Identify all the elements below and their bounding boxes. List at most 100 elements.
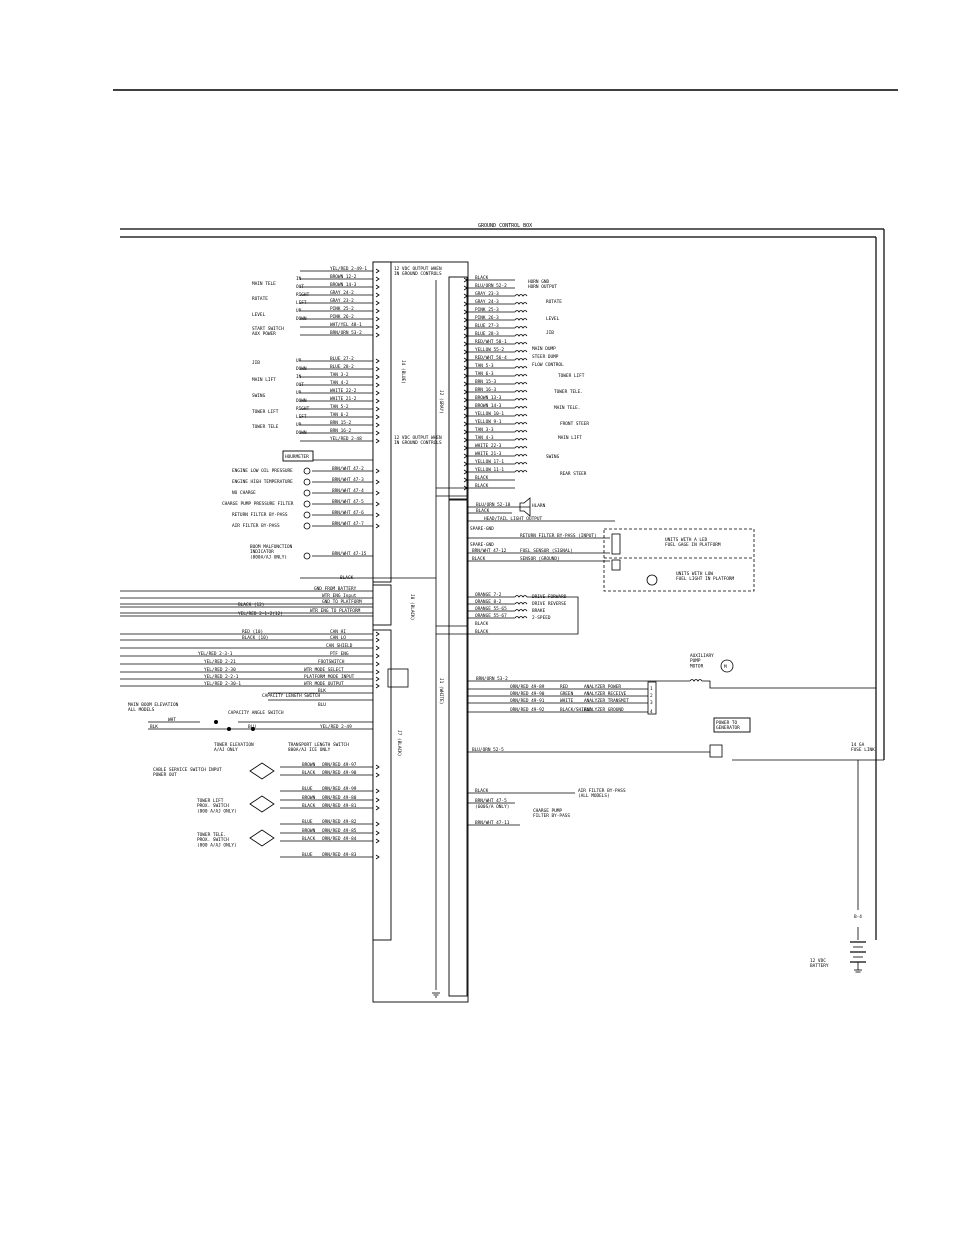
fuel-w1-label: FUEL SENSOR (SIGNAL) xyxy=(520,548,573,554)
hourmeter-box xyxy=(282,450,314,462)
connector-j4 xyxy=(372,261,392,583)
switch-wire-label: ORN/RED 49-98 xyxy=(322,770,357,776)
j2-function-label: REAR STEER xyxy=(560,471,587,477)
solenoid-coil-icon xyxy=(514,438,528,441)
cap-length-label: CAPACITY LENGTH SWITCH xyxy=(262,693,321,699)
j4-wire-label: GRAY 23-2 xyxy=(330,298,354,304)
j7-wire-label: CAN LO xyxy=(330,635,346,641)
fuel-w1: BRN/WHT 47-12 xyxy=(472,548,507,554)
fuel-w2-label: SENSOR (GROUND) xyxy=(520,556,560,562)
drive-wire-label: ORANGE 8-2 xyxy=(475,599,502,605)
drive-function-label: DRIVE REVERSE xyxy=(532,601,567,607)
j4-group-label: JIB xyxy=(252,360,260,366)
analyzer-pin-number: 4 xyxy=(650,709,653,715)
j2-wire-label: BROWN 14-3 xyxy=(475,403,502,409)
j2-wire-label: YELLOW 9-1 xyxy=(475,419,502,425)
solenoid-coil-icon xyxy=(514,470,528,473)
sensor-label: RETURN FILTER BY-PASS xyxy=(232,512,288,518)
j2-function-label: TOWER TELE. xyxy=(554,389,583,395)
pin-contact xyxy=(375,490,380,496)
pin-contact xyxy=(463,365,468,371)
pin-contact xyxy=(463,421,468,427)
pin-contact xyxy=(375,324,380,330)
solenoid-coil-icon xyxy=(514,366,528,369)
pin-contact xyxy=(463,405,468,411)
j4-dir-label: DOWN xyxy=(296,398,307,404)
switch-wire-label: ORN/RED 49-81 xyxy=(322,803,357,809)
pin-contact xyxy=(463,461,468,467)
pin-contact xyxy=(375,438,380,444)
solenoid-coil-icon xyxy=(514,430,528,433)
svg-text:M: M xyxy=(724,664,727,670)
switch-contact-icon xyxy=(227,727,231,731)
j7-wire-label: CAN HI xyxy=(330,629,346,635)
j7-wire-label: YEL/RED 2-21 xyxy=(204,659,236,665)
j2-function-label: FLOW CONTROL xyxy=(532,362,564,368)
pin-contact xyxy=(375,316,380,322)
j2-label: J2 (GRAY) xyxy=(438,390,444,414)
prox-switch-icon xyxy=(249,829,275,847)
j4-wire-label: YEL/RED 2-48 xyxy=(330,436,362,442)
j4-dir-label: UP xyxy=(296,308,302,314)
lamp-icon xyxy=(303,552,311,560)
blu-orn-wire: BLU/ORN 52-5 xyxy=(472,747,504,753)
pin-contact xyxy=(463,333,468,339)
switch-color-label: BLACK xyxy=(302,836,316,842)
j2-wire-label: YELLOW 17-1 xyxy=(475,459,504,465)
switch-wire-label: ORN/RED 49-82 xyxy=(322,819,357,825)
sensor-wire-label: BRN/WHT 47-2 xyxy=(332,466,364,472)
j4-dir-label: OUT xyxy=(296,284,304,290)
pin-contact xyxy=(375,683,380,689)
j7-wire-label: YEL/RED 2-2-1 xyxy=(204,674,239,680)
j2-wire-label: RED/WHT 56-4 xyxy=(475,355,507,361)
pin-contact xyxy=(375,468,380,474)
af-w2: BRN/WHT 47-5 xyxy=(475,798,507,804)
drive-wire-label: ORANGE 7-2 xyxy=(475,592,502,598)
solenoid-coil-icon xyxy=(514,616,528,619)
solenoid-coil-icon xyxy=(514,310,528,313)
pin-contact xyxy=(375,676,380,682)
pin-contact xyxy=(463,301,468,307)
pin-contact xyxy=(375,653,380,659)
af-w1: BLACK xyxy=(475,788,489,794)
j2-wire-label: BLACK xyxy=(475,475,489,481)
sensor-wire-label: BRN/WHT 47-3 xyxy=(332,477,364,483)
solenoid-coil-icon xyxy=(514,326,528,329)
head-tail-label: HEAD/TAIL LIGHT OUTPUT xyxy=(484,516,543,522)
solenoid-coil-icon xyxy=(514,454,528,457)
analyzer-color-label: BLACK/SHIELD xyxy=(560,707,592,713)
pin-contact xyxy=(375,422,380,428)
j2-function-label: TOWER LIFT xyxy=(558,373,585,379)
j2-function-label: MAIN DUMP xyxy=(532,346,556,352)
j2-wire-label: GRAY 23-3 xyxy=(475,291,499,297)
sensor-switch-icon xyxy=(303,478,311,486)
j4-dir-label: DOWN xyxy=(296,366,307,372)
horn-black: BLACK xyxy=(476,508,490,514)
tower-tele-prox-label: TOWER TELE.PROX. SWITCH(800 A/AJ ONLY) xyxy=(197,832,237,848)
pin-contact xyxy=(463,469,468,475)
air-filter-section: BLACK BRN/WHT 47-5 (600S/A ONLY) BRN/WHT… xyxy=(467,788,626,826)
connector-j7 xyxy=(372,629,392,941)
sensor-switch-icon xyxy=(303,522,311,530)
solenoid-coil-icon xyxy=(514,294,528,297)
j8-wire-label: GND TO PLATFORM xyxy=(322,599,362,605)
j4-dir-label: UP xyxy=(296,422,302,428)
pin-contact xyxy=(375,669,380,675)
switch-wire-label: ORN/RED 49-99 xyxy=(322,786,357,792)
pin-contact xyxy=(375,661,380,667)
j4-wire-label: TAN 5-2 xyxy=(330,404,349,410)
af-note: (600S/A ONLY) xyxy=(475,804,509,810)
pin-contact xyxy=(375,479,380,485)
switch-color-label: BLACK xyxy=(302,803,316,809)
j7-wire-label: RED (10) xyxy=(242,629,263,635)
analyzer-color-label: GREEN xyxy=(560,691,574,697)
j7-wire-label: PTF ENG xyxy=(330,651,349,657)
